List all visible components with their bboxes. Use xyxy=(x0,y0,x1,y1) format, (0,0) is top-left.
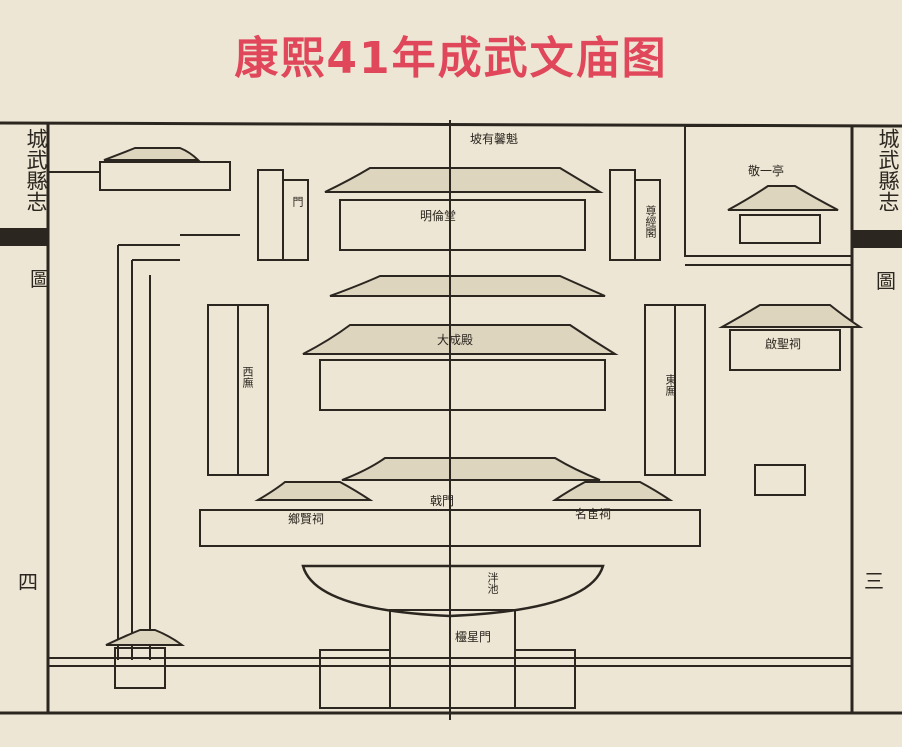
pavilion-label: 敬一亭 xyxy=(748,164,785,178)
right-mark: 圖 xyxy=(876,269,896,293)
lingxing-gate-label: 欞星門 xyxy=(455,630,492,644)
west-wing-label: 西廡 xyxy=(241,366,254,388)
book-title-right: 城武縣志 xyxy=(876,128,900,212)
book-title-left: 城武縣志 xyxy=(24,128,48,212)
page-number-left: 四 xyxy=(18,570,38,594)
left-mark: 圖 xyxy=(30,267,50,291)
qisheng-shrine-label: 啟聖祠 xyxy=(765,337,802,351)
top-gate-label: 坡有馨魁 xyxy=(470,132,519,146)
minghuan-shrine-label: 名宦祠 xyxy=(575,507,612,521)
pan-pool-label: 泮池 xyxy=(486,572,499,594)
xiangxian-shrine-label: 鄉賢祠 xyxy=(288,512,325,526)
east-wing-label: 東廡 xyxy=(664,374,677,396)
left-small-gate-label: 門 xyxy=(291,196,304,207)
main-hall-label: 大成殿 xyxy=(437,333,474,347)
ji-gate-label: 戟門 xyxy=(430,494,455,508)
pan-pool-shape xyxy=(301,564,605,618)
page-number-right: 三 xyxy=(864,569,884,593)
map-title: 康熙41年成武文庙图 xyxy=(234,33,668,84)
library-label: 尊經閣 xyxy=(644,205,657,238)
minglun-hall-label: 明倫堂 xyxy=(420,209,457,223)
